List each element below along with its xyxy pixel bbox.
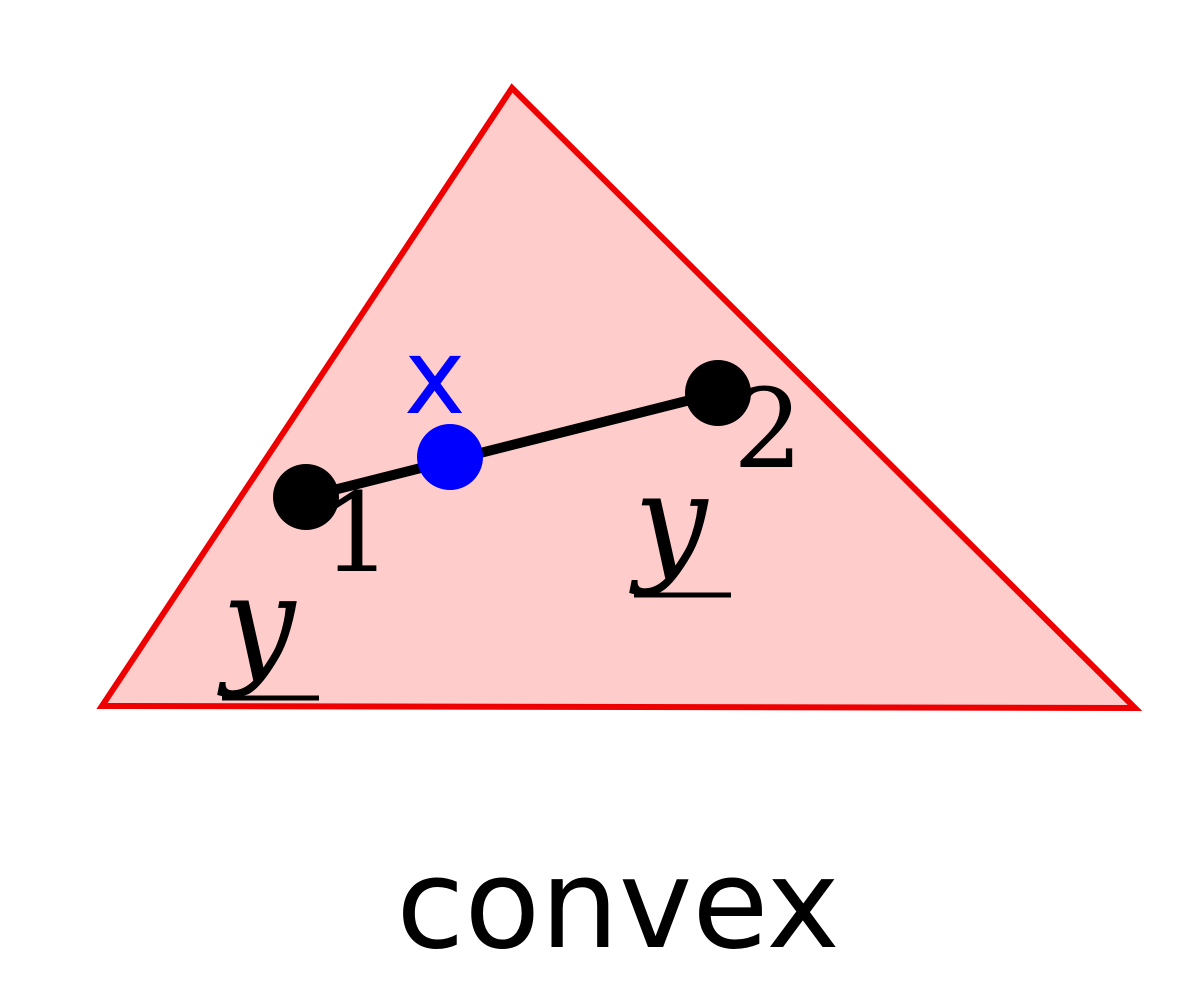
- convex-region: [96, 83, 1143, 712]
- label-y2-superscript: 2: [733, 365, 803, 493]
- point-y1: [273, 464, 339, 530]
- label-y2-base: y: [629, 445, 709, 597]
- label-y1-base: y: [217, 547, 297, 699]
- label-y1-superscript: 1: [322, 469, 392, 597]
- segment-y1-y2: [301, 388, 723, 502]
- label-x: x: [404, 316, 466, 438]
- point-x: [417, 424, 483, 490]
- caption: convex: [396, 833, 840, 977]
- point-y2: [685, 360, 751, 426]
